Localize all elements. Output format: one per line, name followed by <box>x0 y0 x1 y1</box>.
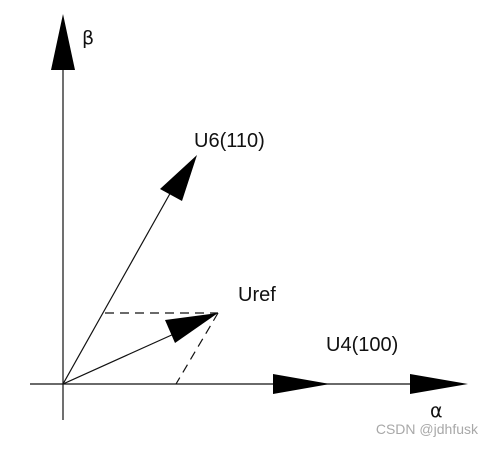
u6-label: U6(110) <box>194 130 265 152</box>
uref-vector-line <box>62 328 186 385</box>
uref-vector-arrowhead <box>165 313 218 343</box>
beta-axis-arrowhead <box>51 14 75 70</box>
dashed-projection-diagonal <box>175 312 219 385</box>
beta-axis-label: β <box>82 27 95 49</box>
u6-vector-arrowhead <box>160 155 197 201</box>
uref-label: Uref <box>238 284 276 306</box>
u4-vector-arrowhead <box>273 374 330 394</box>
alpha-axis-arrowhead <box>410 374 468 394</box>
u6-vector-line <box>62 189 173 385</box>
u4-label: U4(100) <box>326 334 399 356</box>
alpha-axis-label: α <box>430 400 443 422</box>
watermark-text: CSDN @jdhfusk <box>375 421 478 437</box>
